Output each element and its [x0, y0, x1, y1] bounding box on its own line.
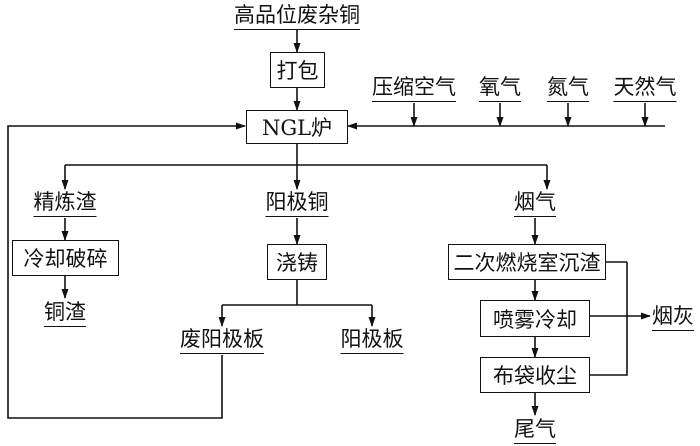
secondary-combustion-box: 二次燃烧室沉渣 [448, 244, 606, 280]
natural-gas-label: 天然气 [613, 74, 677, 102]
anode-plate-label: 阳极板 [340, 326, 404, 354]
compressed-air-label: 压缩空气 [372, 74, 456, 102]
copper-slag-label: 铜渣 [44, 299, 86, 327]
bag-dust-collector-box: 布袋收尘 [480, 357, 590, 393]
oxygen-label: 氧气 [479, 74, 521, 102]
waste-anode-return-loop [7, 122, 246, 419]
flue-gas-label: 烟气 [514, 189, 556, 217]
pack-box: 打包 [270, 52, 325, 88]
refining-slag-label: 精炼渣 [33, 189, 97, 217]
cool-crush-box: 冷却破碎 [12, 240, 119, 276]
casting-box: 浇铸 [267, 244, 327, 280]
soot-label: 烟灰 [652, 303, 694, 331]
anode-copper-label: 阳极铜 [265, 189, 329, 217]
ngl-furnace-box: NGL炉 [246, 110, 348, 144]
soot-line-bottom [590, 316, 628, 376]
feed-label: 高品位废杂铜 [234, 2, 360, 30]
nitrogen-label: 氮气 [547, 74, 589, 102]
spray-cooling-box: 喷雾冷却 [480, 300, 590, 337]
tail-gas-label: 尾气 [514, 416, 556, 444]
waste-anode-label: 废阳极板 [180, 326, 264, 354]
